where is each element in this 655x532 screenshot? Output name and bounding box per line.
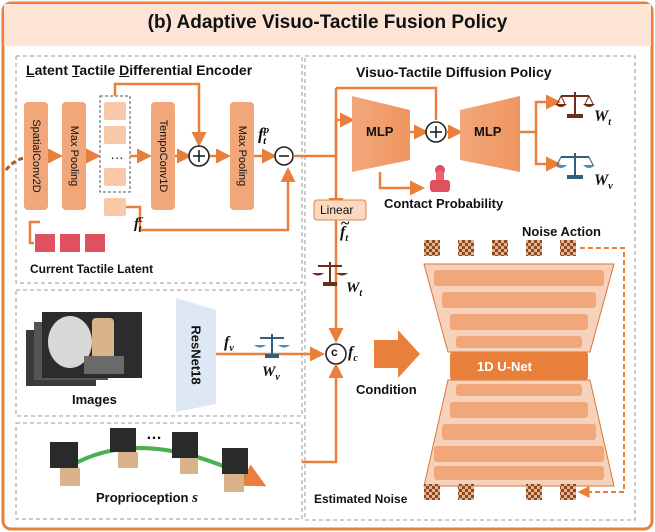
proprio-panel bbox=[15, 422, 303, 520]
ftc-arrow bbox=[126, 167, 296, 232]
unet-label: 1D U-Net bbox=[477, 359, 532, 374]
ftp-label: fpt bbox=[258, 124, 270, 148]
images-label: Images bbox=[72, 392, 117, 407]
concat-symbol: c bbox=[331, 345, 338, 359]
mlp-left bbox=[352, 96, 410, 172]
tempoconv1d-label: TempoConv1D bbox=[157, 119, 169, 193]
linear-wt-label: Wt bbox=[346, 280, 363, 299]
pointer-hand-icon bbox=[430, 165, 450, 192]
input-arrow bbox=[4, 156, 25, 171]
scale-icon-wt bbox=[555, 92, 595, 118]
fc-label: fc bbox=[348, 344, 358, 365]
encoder-panel bbox=[15, 55, 303, 284]
linear-box bbox=[313, 199, 367, 221]
policy-panel bbox=[304, 55, 636, 521]
maxpool2-label: Max Pooling bbox=[236, 125, 248, 187]
proprio-label: Proprioception s bbox=[96, 490, 198, 506]
wv-label: Wv bbox=[594, 172, 613, 193]
maxpool1-block bbox=[62, 102, 86, 210]
maxpool2-block bbox=[230, 102, 254, 210]
vision-panel bbox=[15, 289, 303, 417]
noise-action-label: Noise Action bbox=[522, 224, 601, 239]
contact-probability-label: Contact Probability bbox=[384, 196, 504, 211]
stack-ellipsis: … bbox=[110, 146, 124, 162]
unet bbox=[423, 263, 615, 487]
ftc-label: fct bbox=[134, 214, 144, 235]
feature-square bbox=[104, 168, 126, 186]
latent-square bbox=[85, 234, 105, 252]
skip-mlp-arrow bbox=[336, 86, 438, 120]
resnet-label: ResNet18 bbox=[188, 325, 204, 385]
mlp-right-label: MLP bbox=[474, 124, 502, 139]
spatialconv2d-block bbox=[24, 102, 48, 210]
policy-title: Visuo-Tactile Diffusion Policy bbox=[356, 64, 552, 80]
fv-label: fv bbox=[224, 334, 234, 355]
estimated-noise-tokens bbox=[424, 484, 576, 500]
ft-tilde-label: f~t bbox=[340, 215, 350, 245]
scale-icon-vision bbox=[254, 334, 290, 358]
spatialconv2d-label: SpatialConv2D bbox=[30, 119, 42, 193]
wt-label: Wt bbox=[594, 108, 612, 129]
feature-square bbox=[104, 126, 126, 144]
figure-title: (b) Adaptive Visuo-Tactile Fusion Policy bbox=[147, 12, 508, 33]
feature-square bbox=[104, 102, 126, 120]
scale-icon-wv bbox=[555, 153, 595, 179]
linear-label: Linear bbox=[320, 203, 354, 217]
latent-arrow bbox=[28, 220, 40, 245]
scale-icon-linear bbox=[312, 262, 348, 286]
condition-arrow bbox=[374, 330, 420, 378]
proprio-ellipsis: … bbox=[146, 426, 162, 443]
ftc-square bbox=[104, 198, 126, 216]
maxpool1-label: Max Pooling bbox=[68, 125, 80, 187]
robot-trajectory bbox=[50, 428, 267, 492]
tempoconv1d-block bbox=[151, 102, 175, 210]
encoder-title: Latent Tactile Differential Encoder bbox=[26, 62, 253, 78]
vision-wv-label: Wv bbox=[262, 364, 280, 383]
latent-square bbox=[60, 234, 80, 252]
title-band bbox=[4, 4, 651, 46]
noise-action-tokens bbox=[424, 240, 576, 256]
mlp-left-label: MLP bbox=[366, 124, 394, 139]
latent-square bbox=[35, 234, 55, 252]
estimated-noise-label: Estimated Noise bbox=[314, 492, 408, 506]
mlp-right bbox=[460, 96, 520, 172]
camera-images bbox=[26, 312, 142, 386]
skip-arrow bbox=[113, 82, 207, 147]
condition-label: Condition bbox=[356, 382, 417, 397]
current-latent-label: Current Tactile Latent bbox=[30, 262, 154, 276]
resnet-block bbox=[176, 298, 216, 412]
